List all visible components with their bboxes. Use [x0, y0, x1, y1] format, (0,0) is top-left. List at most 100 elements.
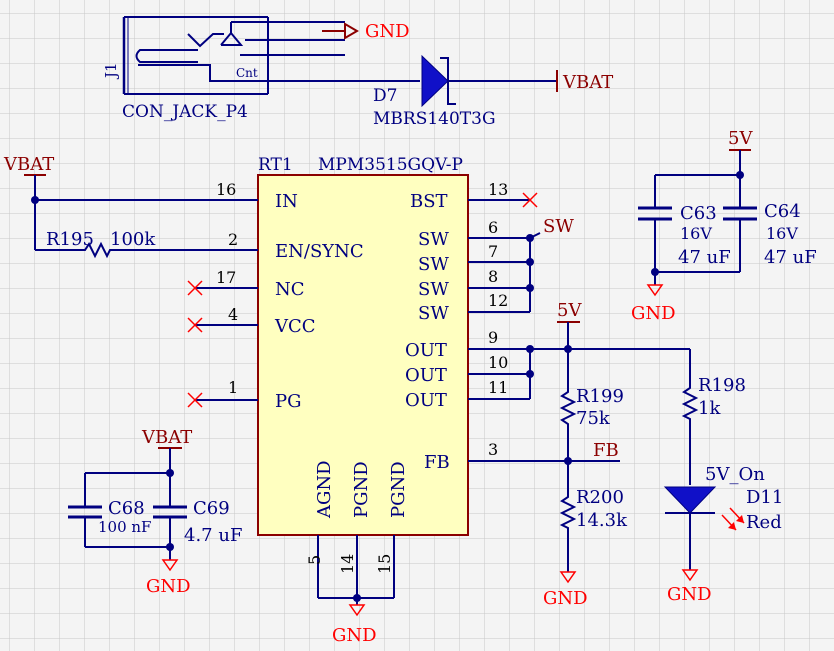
r200-value: 14.3k: [576, 510, 628, 531]
r195-ref: R195: [46, 229, 94, 250]
pin-num-4: 4: [228, 305, 238, 324]
caps-c68-c69-wiring: [84, 448, 171, 560]
pin-num-13: 13: [488, 180, 508, 199]
pin-num-8: 8: [488, 267, 498, 286]
rt1-ref: RT1: [258, 155, 293, 175]
gnd-label-d11: GND: [667, 584, 712, 605]
pin-name-en: EN/SYNC: [275, 241, 364, 262]
c63-ref: C63: [680, 203, 717, 224]
rt1-value: MPM3515GQV-P: [318, 155, 463, 175]
net-label-sw: SW: [543, 216, 574, 237]
capacitor-c69[interactable]: [153, 505, 187, 519]
c68-ref: C68: [108, 498, 145, 519]
pin-name-out3: OUT: [405, 390, 447, 411]
c63-value: 47 uF: [678, 247, 731, 268]
gnd-label-r200: GND: [543, 588, 588, 609]
c63-voltage: 16V: [680, 224, 712, 243]
pin-name-sw2: SW: [418, 254, 449, 275]
pin-name-nc: NC: [275, 279, 305, 300]
vbat-label-top: VBAT: [562, 72, 613, 93]
d11-color: Red: [746, 512, 782, 533]
j1-pin-label: Cnt: [236, 66, 258, 80]
net-label-5v-out: 5V: [557, 300, 582, 321]
resistor-r200[interactable]: [559, 490, 577, 533]
connector-j1[interactable]: [122, 16, 420, 95]
pin-name-vcc: VCC: [274, 316, 316, 337]
pin-num-1: 1: [228, 378, 238, 397]
gnd-symbol-rt1: [348, 604, 366, 617]
c64-voltage: 16V: [766, 224, 798, 243]
pin-num-14: 14: [338, 554, 357, 574]
pin-num-10: 10: [488, 353, 508, 372]
c69-value: 4.7 uF: [184, 525, 242, 546]
capacitor-c63[interactable]: [638, 206, 672, 221]
port-5v-out: [557, 321, 580, 349]
pin-name-pgnd2: PGND: [388, 461, 409, 518]
out-bus: [529, 322, 691, 570]
pin-num-16: 16: [216, 180, 236, 199]
pin-name-sw3: SW: [418, 279, 449, 300]
pin-num-2: 2: [228, 230, 238, 249]
pin-name-out2: OUT: [405, 365, 447, 386]
bottom-gnd-wires: [317, 535, 395, 605]
caps-c63-c64-wiring: [654, 150, 741, 285]
pin-name-pg: PG: [275, 391, 302, 412]
pin-name-out1: OUT: [405, 340, 447, 361]
pin-name-sw4: SW: [418, 303, 449, 324]
gnd-label-caps-bottom: GND: [146, 576, 191, 597]
pin-num-15: 15: [375, 554, 394, 574]
pin-num-9: 9: [488, 328, 498, 347]
gnd-symbol-r200: [559, 570, 577, 584]
pin-name-in: IN: [275, 191, 298, 212]
pin-name-fb: FB: [424, 452, 450, 473]
pin-name-sw1: SW: [418, 229, 449, 250]
pin-num-5: 5: [305, 555, 324, 565]
vbat-label-caps: VBAT: [141, 427, 192, 448]
d7-ref: D7: [373, 86, 397, 106]
c68-value: 100 nF: [98, 518, 151, 536]
r198-ref: R198: [698, 375, 746, 396]
pin-num-11: 11: [488, 378, 508, 397]
pin-num-12: 12: [488, 291, 508, 310]
resistor-r195[interactable]: [80, 241, 112, 259]
pin-name-agnd: AGND: [314, 460, 335, 519]
net-label-fb: FB: [593, 440, 619, 461]
gnd-label-rt1: GND: [332, 625, 377, 646]
pin-num-3: 3: [488, 440, 498, 459]
c69-ref: C69: [193, 498, 230, 519]
gnd-symbol-d11: [681, 569, 699, 582]
resistor-r199[interactable]: [559, 385, 577, 430]
d7-value: MBRS140T3G: [373, 109, 496, 129]
j1-value: CON_JACK_P4: [122, 102, 248, 122]
junctions: [31, 171, 744, 602]
vbat-wire-left: [34, 175, 195, 251]
j1-ref: J1: [102, 62, 120, 80]
pin-num-7: 7: [488, 242, 498, 261]
r200-ref: R200: [576, 487, 624, 508]
gnd-symbol-caps-bottom: [161, 559, 179, 572]
no-connect-marks-left: [187, 280, 203, 408]
rt1-body[interactable]: [257, 174, 469, 536]
c64-value: 47 uF: [764, 247, 817, 268]
resistor-r198[interactable]: [681, 382, 699, 422]
pin-name-pgnd1: PGND: [351, 461, 372, 518]
r195-value: 100k: [110, 229, 156, 250]
net-label-5v-caps: 5V: [728, 128, 753, 149]
diode-d7[interactable]: [421, 54, 557, 108]
d11-ref: D11: [746, 487, 783, 508]
no-connect-bst: [522, 192, 538, 208]
capacitor-c64[interactable]: [723, 206, 757, 221]
pin-num-17: 17: [216, 268, 236, 287]
gnd-symbol-caps-top: [646, 284, 664, 297]
d11-name: 5V_On: [705, 464, 765, 485]
gnd-label-caps-top: GND: [631, 303, 676, 324]
capacitor-c68[interactable]: [68, 505, 102, 519]
c64-ref: C64: [764, 201, 801, 222]
led-d11[interactable]: [663, 486, 745, 531]
gnd-label-j1: GND: [365, 21, 410, 42]
r199-ref: R199: [576, 386, 624, 407]
vbat-label-left: VBAT: [3, 154, 54, 175]
pin-num-6: 6: [488, 218, 498, 237]
